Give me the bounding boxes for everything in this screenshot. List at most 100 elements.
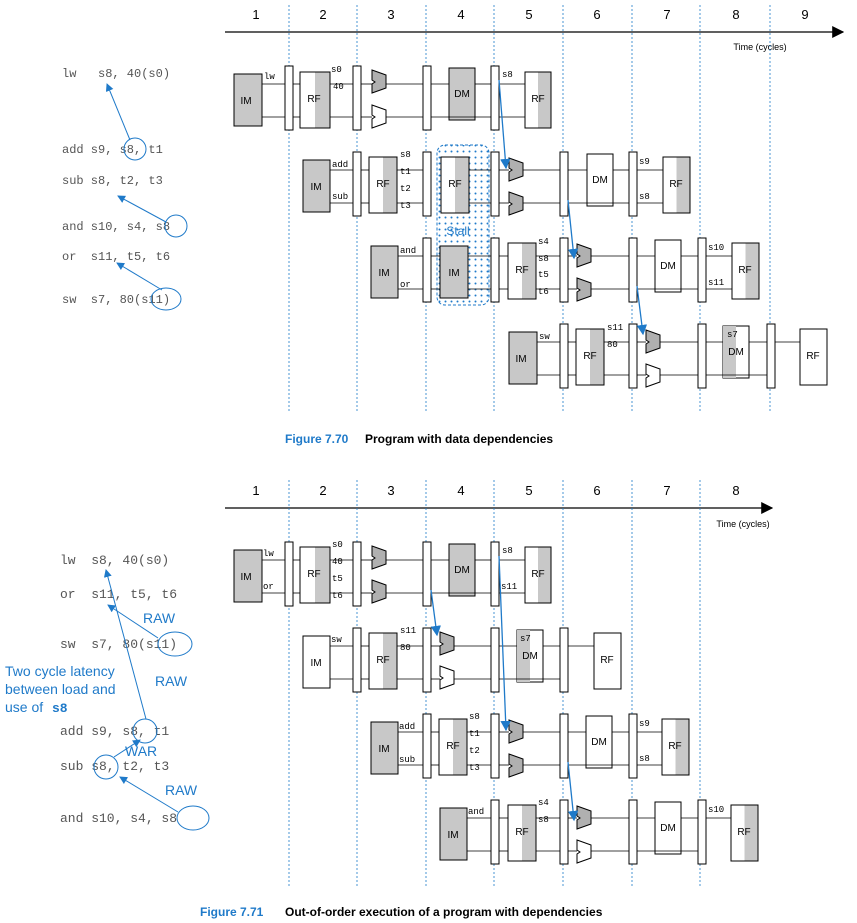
code-line: sub s8, t2, t3	[60, 759, 169, 774]
writeback-label: s10	[708, 805, 724, 815]
stall-label: Stall	[446, 224, 469, 238]
operand-label: t6	[538, 287, 549, 297]
code-line: add s9, s8, t1	[62, 143, 163, 157]
pipeline-register	[490, 713, 500, 779]
operand-label: 80	[607, 340, 618, 350]
pipeline-row-sw: IM sw RF s11 80 DM s7 RF	[302, 626, 622, 693]
rf-label: RF	[668, 741, 681, 752]
cycle-label: 5	[525, 483, 532, 498]
alu-shape	[371, 104, 387, 129]
rf-block	[593, 632, 622, 690]
time-axis-label: Time (cycles)	[716, 519, 769, 529]
writeback-label: s9	[639, 719, 650, 729]
im-block	[233, 73, 263, 127]
code-line: lw s8, 40(s0)	[62, 67, 170, 81]
im-label: IM	[447, 830, 458, 841]
dm-block	[448, 543, 476, 597]
figure-number: Figure 7.70	[285, 432, 349, 446]
cycle-label: 7	[663, 483, 670, 498]
stage-label: sub	[399, 755, 415, 765]
pipeline-row-lw: IM lw RF s0 40 DM s8 RF	[233, 65, 552, 131]
row-wires	[398, 255, 732, 290]
code-line: or s11, t5, t6	[60, 587, 177, 602]
operand-label: t5	[538, 270, 549, 280]
dm-block	[585, 715, 613, 769]
forwarding-arrows	[498, 79, 648, 336]
writeback-label: s11	[501, 582, 517, 592]
rf-label: RF	[737, 827, 750, 838]
pipeline-register	[628, 799, 638, 865]
pipeline-register	[490, 541, 500, 607]
operand-label: t2	[400, 184, 411, 194]
dm-label: DM	[454, 89, 470, 100]
pipeline-register	[697, 799, 707, 865]
rf-block	[799, 328, 828, 386]
operand-label: s8	[538, 254, 549, 264]
im-block	[370, 721, 399, 775]
rf-block	[368, 632, 398, 690]
rf-block	[524, 71, 552, 129]
operand-label: s8	[538, 815, 549, 825]
alu-shape	[576, 805, 592, 830]
writeback-label: s9	[639, 157, 650, 167]
war-label: WAR	[125, 743, 157, 759]
operand-label: t3	[469, 763, 480, 773]
im-label: IM	[240, 572, 251, 583]
operand-label: s4	[538, 237, 549, 247]
cycle-label: 1	[252, 483, 259, 498]
rf-block	[730, 804, 759, 862]
writeback-label: s8	[502, 546, 513, 556]
pipeline-register	[284, 65, 294, 131]
row-wires	[330, 645, 594, 680]
pipeline-register	[352, 151, 362, 217]
pipeline-register	[490, 627, 500, 693]
operand-label: s11	[607, 323, 623, 333]
im-label: IM	[515, 354, 526, 365]
operand-label: s8	[400, 150, 411, 160]
dm-write-shade	[517, 630, 530, 682]
code-listing: lw s8, 40(s0) add s9, s8, t1 sub s8, t2,…	[62, 67, 170, 307]
figure-number: Figure 7.71	[200, 905, 264, 919]
pipeline-register	[352, 541, 362, 607]
stage-label: lw	[263, 549, 274, 559]
pipeline-register	[422, 237, 432, 303]
rf-block	[661, 718, 690, 776]
pipeline-register	[697, 237, 707, 303]
cycle-label: 1	[252, 7, 259, 22]
stage-label: sw	[331, 635, 342, 645]
pipeline-register	[422, 65, 432, 131]
code-listing: lw s8, 40(s0) or s11, t5, t6 sw s7, 80(s…	[60, 553, 177, 826]
cycle-label: 2	[319, 483, 326, 498]
cycle-label: 2	[319, 7, 326, 22]
rf-label: RF	[515, 827, 528, 838]
pipeline-row-add-sub: IM add sub RF s8 t1 t2 t3 DM s9 s8 RF	[370, 712, 690, 779]
im-block	[233, 549, 263, 603]
pipeline-register	[628, 323, 638, 389]
rf-block	[731, 242, 760, 300]
stage-label: lw	[264, 72, 275, 82]
figure-7-70: 1 2 3 4 5 6 7 8 9 Time (cycles) lw s8, 4…	[62, 5, 845, 446]
cycle-label: 3	[387, 483, 394, 498]
writeback-label: s8	[639, 192, 650, 202]
latency-note: Two cycle latency	[5, 663, 115, 679]
rf-label: RF	[600, 655, 613, 666]
raw-label: RAW	[155, 673, 188, 689]
operand-label: t1	[400, 167, 411, 177]
operand-label: 40	[332, 557, 343, 567]
pipeline-row-add-sub: IM add sub RF s8 t1 t2 t3 RF DM s9 s8 RF	[302, 150, 691, 217]
pipeline-register	[352, 627, 362, 693]
pipeline-register	[559, 323, 569, 389]
figure-caption: Out-of-order execution of a program with…	[285, 905, 603, 919]
im-block	[370, 245, 399, 299]
raw-label: RAW	[143, 610, 176, 626]
pipeline-register	[559, 237, 569, 303]
operand-label: t6	[332, 591, 343, 601]
dm-label: DM	[660, 261, 676, 272]
im-block	[302, 635, 331, 689]
cycle-labels: 1 2 3 4 5 6 7 8	[252, 483, 739, 498]
cycle-label: 8	[732, 7, 739, 22]
rf-label: RF	[376, 655, 389, 666]
dm-label: DM	[592, 175, 608, 186]
pipeline-register	[490, 151, 500, 217]
